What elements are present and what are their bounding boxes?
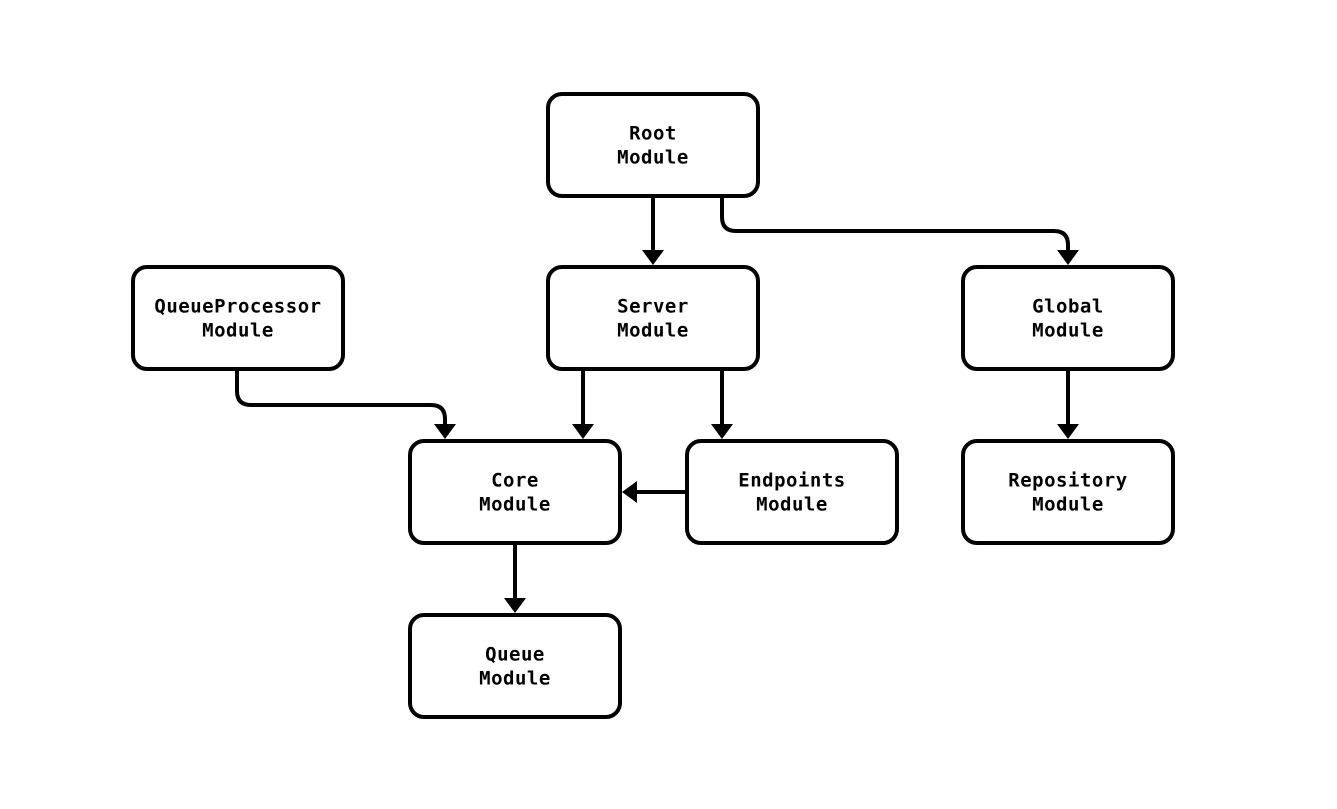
endpoints-module-node-box[interactable] (685, 439, 899, 545)
root-module-node-label-line2: Module (617, 147, 689, 169)
edge-core-to-queue (504, 543, 526, 613)
queue-module-node-box[interactable] (408, 613, 622, 719)
edge-server-to-core-arrowhead-icon (572, 424, 594, 439)
edge-root-to-global (720, 196, 1079, 265)
core-module-node-label-line2: Module (479, 494, 551, 516)
global-module-node-label-line1: Global (1032, 296, 1104, 318)
queue-module-node-label-line2: Module (479, 668, 551, 690)
edge-server-to-endpoints (711, 369, 733, 439)
root-module-node-box[interactable] (546, 92, 760, 198)
edge-root-to-global-line (720, 196, 1070, 252)
endpoints-module-node-label-line1: Endpoints (738, 470, 845, 492)
core-module-node-box[interactable] (408, 439, 622, 545)
queueprocessor-module-node-label-line1: QueueProcessor (154, 296, 321, 318)
server-module-node-label-line1: Server (617, 296, 689, 318)
edge-server-to-endpoints-arrowhead-icon (711, 424, 733, 439)
queueprocessor-module-node-label-line2: Module (202, 320, 274, 342)
queueprocessor-module-node-box[interactable] (131, 265, 345, 371)
core-module-node-label-line1: Core (491, 470, 539, 492)
root-module-node-label-line1: Root (629, 123, 677, 145)
nodes-layer: RootModuleQueueProcessorModuleServerModu… (131, 92, 1175, 719)
edge-root-to-global-arrowhead-icon (1057, 250, 1079, 265)
edges-layer (235, 196, 1079, 613)
server-module-node-label-line2: Module (617, 320, 689, 342)
edge-global-to-repository-arrowhead-icon (1057, 424, 1079, 439)
edge-queueprocessor-to-core-arrowhead-icon (434, 424, 456, 439)
edge-endpoints-to-core-arrowhead-icon (622, 481, 637, 503)
global-module-node-box[interactable] (961, 265, 1175, 371)
queue-module-node-label-line1: Queue (485, 644, 545, 666)
repository-module-node-label-line2: Module (1032, 494, 1104, 516)
server-module-node-box[interactable] (546, 265, 760, 371)
edge-endpoints-to-core (622, 481, 687, 503)
edge-server-to-core (572, 369, 594, 439)
edge-core-to-queue-arrowhead-icon (504, 598, 526, 613)
edge-queueprocessor-to-core-line (235, 369, 447, 426)
edge-root-to-server (642, 196, 664, 265)
edge-queueprocessor-to-core (235, 369, 456, 439)
repository-module-node-label-line1: Repository (1008, 470, 1127, 492)
edge-global-to-repository (1057, 369, 1079, 439)
endpoints-module-node-label-line2: Module (756, 494, 828, 516)
repository-module-node-box[interactable] (961, 439, 1175, 545)
global-module-node-label-line2: Module (1032, 320, 1104, 342)
edge-root-to-server-arrowhead-icon (642, 250, 664, 265)
